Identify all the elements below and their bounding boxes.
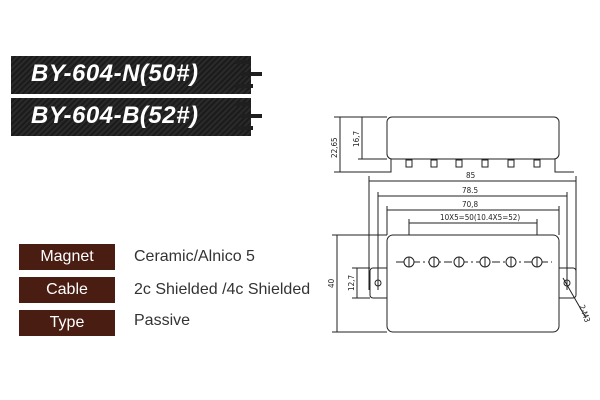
spec-value-type: Passive [134,312,191,329]
spec-label-magnet: Magnet [19,244,115,270]
banner-decoration [235,84,253,88]
dim-ear-width: 12,7 [347,275,356,291]
pole-post [405,159,413,168]
dim-total-height: 22,65 [330,137,339,158]
dim-width: 40 [327,278,336,288]
spec-label-cable: Cable [19,277,115,303]
baseplate-feet [372,159,574,173]
model-banner-neck: BY-604-N(50#) [11,56,251,94]
pole-post [507,159,515,168]
model-banner-bridge: BY-604-B(52#) [11,98,251,136]
banner-decoration [241,114,262,118]
pole-post [533,159,541,168]
pole-post [455,159,463,168]
top-view: 2-M3 [369,234,592,333]
dim-screw: 2-M3 [577,304,592,324]
banner-decoration [241,72,262,76]
banner-decoration [235,126,253,130]
model-name: BY-604-N(50#) [31,60,199,87]
pole-post [481,159,489,168]
side-view: 22,65 16,7 [330,116,574,173]
spec-value-magnet: Ceramic/Alnico 5 [134,248,255,265]
dim-cover-height: 16,7 [352,131,361,147]
dim-pole-spacing: 10X5=50(10.4X5=52) [440,213,520,222]
spec-label-type: Type [19,310,115,336]
spec-value-cable: 2c Shielded /4c Shielded [134,281,311,298]
pole-post [430,159,438,168]
dim-mount-spacing: 78.5 [462,186,478,195]
banner-decoration [235,60,251,64]
dim-overall-length: 85 [466,171,475,180]
model-name: BY-604-B(52#) [31,102,199,129]
cover-side [386,116,560,160]
banner-decoration [235,102,251,106]
dim-cover-length: 70,8 [462,200,478,209]
